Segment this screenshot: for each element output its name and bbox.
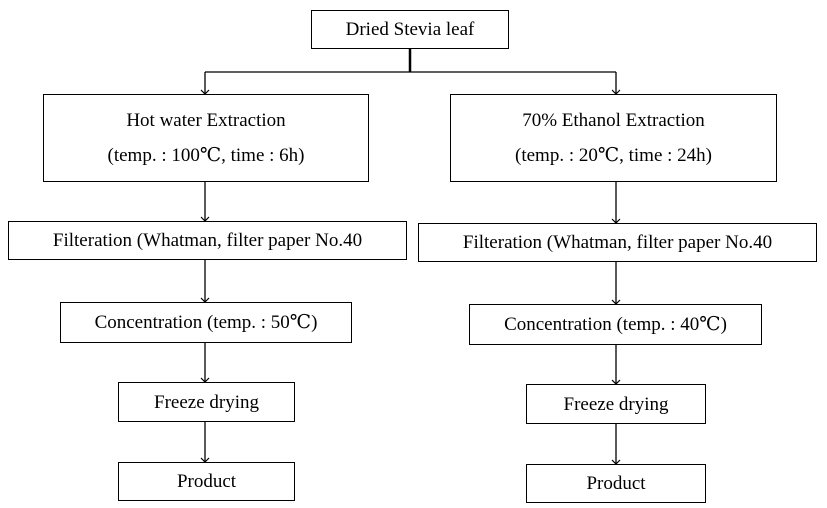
hot-water-extraction-title: Hot water Extraction (126, 110, 286, 131)
right-freeze-drying-label: Freeze drying (563, 393, 669, 415)
right-product-box: Product (526, 464, 706, 503)
right-freeze-drying-box: Freeze drying (526, 384, 706, 424)
left-product-label: Product (176, 471, 237, 492)
start-label: Dried Stevia leaf (345, 19, 475, 40)
hot-water-extraction-conditions: (temp. : 100℃, time : 6h) (107, 145, 305, 166)
left-filtration-box: Filteration (Whatman, filter paper No.40 (8, 221, 407, 260)
left-concentration-label: Concentration (temp. : 50℃) (94, 312, 318, 333)
left-freeze-drying-label: Freeze drying (154, 391, 259, 413)
left-concentration-box: Concentration (temp. : 50℃) (60, 302, 352, 343)
left-filtration-label: Filteration (Whatman, filter paper No.40 (52, 230, 363, 251)
right-concentration-box: Concentration (temp. : 40℃) (469, 304, 762, 345)
right-filtration-box: Filteration (Whatman, filter paper No.40 (418, 223, 817, 262)
start-box: Dried Stevia leaf (311, 10, 509, 49)
ethanol-extraction-box: 70% Ethanol Extraction (temp. : 20℃, tim… (450, 94, 777, 182)
right-filtration-label: Filteration (Whatman, filter paper No.40 (462, 232, 773, 253)
hot-water-extraction-box: Hot water Extraction (temp. : 100℃, time… (43, 94, 369, 182)
right-concentration-label: Concentration (temp. : 40℃) (504, 314, 727, 335)
left-freeze-drying-box: Freeze drying (118, 382, 295, 422)
ethanol-extraction-conditions: (temp. : 20℃, time : 24h) (515, 145, 712, 166)
ethanol-extraction-title: 70% Ethanol Extraction (522, 110, 705, 131)
left-product-box: Product (118, 462, 295, 501)
right-product-label: Product (586, 473, 646, 494)
